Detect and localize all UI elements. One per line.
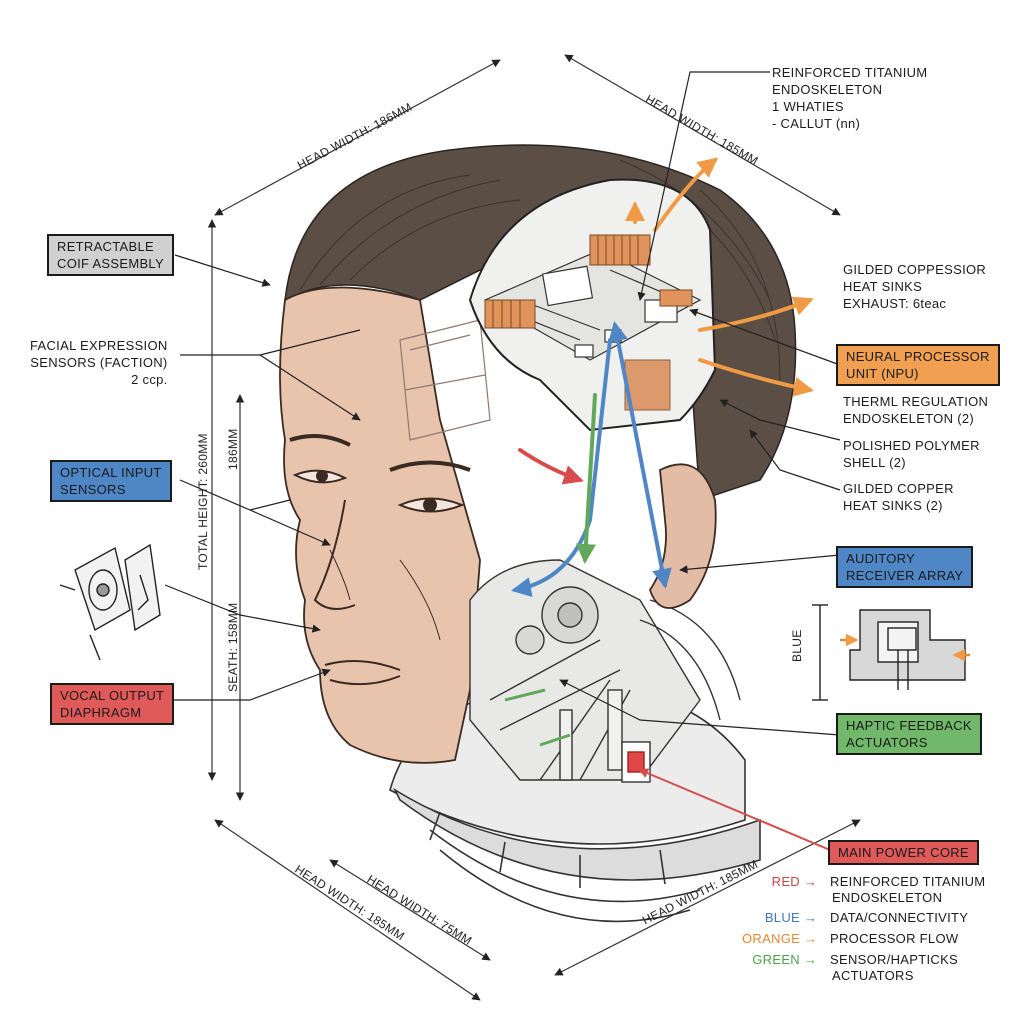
facial-features xyxy=(289,434,471,686)
label-gilded-copper: GILDED COPPER HEAT SINKS (2) xyxy=(843,481,954,513)
ear xyxy=(649,463,717,609)
label-facial-expression: FACIAL EXPRESSION SENSORS (FACTION) 2 cc… xyxy=(30,338,168,387)
label-haptic-feedback: HAPTIC FEEDBACK ACTUATORS xyxy=(836,713,982,755)
label-reinforced-titanium-top: REINFORCED TITANIUM ENDOSKELETON 1 WHATI… xyxy=(772,65,928,131)
label-neural-processor: NEURAL PROCESSOR UNIT (NPU) xyxy=(836,344,1000,386)
label-thermal-regulation: THERML REGULATION ENDOSKELETON (2) xyxy=(843,394,989,426)
lower-machinery xyxy=(469,559,741,783)
face xyxy=(279,286,481,764)
dim-total-height: TOTAL HEIGHT: 260mm xyxy=(196,433,210,570)
label-blue-detail: BLUE xyxy=(790,629,804,662)
label-retractable-coif: RETRACTABLE COIF ASSEMBLY xyxy=(47,234,174,276)
label-vocal-output: VOCAL OUTPUT DIAPHRAGM xyxy=(50,683,175,725)
legend-row-orange: ORANGE→PROCESSOR FLOW xyxy=(742,931,959,946)
power-core-leader xyxy=(638,768,831,851)
label-optical-input: OPTICAL INPUT SENSORS xyxy=(50,460,172,502)
label-auditory-receiver: AUDITORY RECEIVER ARRAY xyxy=(836,546,974,588)
dim-height-186: 186mm xyxy=(226,428,240,470)
legend-row-red: RED→REINFORCED TITANIUM xyxy=(771,874,986,889)
auditory-detail-sketch xyxy=(812,604,970,701)
dim-seath: SEATH: 158mm xyxy=(226,602,240,692)
label-gilded-compressor: GILDED COPPESSIOR HEAT SINKS EXHAUST: 6t… xyxy=(843,262,987,311)
label-main-power-core: MAIN POWER CORE xyxy=(828,840,979,865)
label-polished-polymer: POLISHED POLYMER SHELL (2) xyxy=(843,438,980,470)
flow-arrows xyxy=(511,157,814,597)
legend-row-green: GREEN→SENSOR/HAPTICKS xyxy=(752,952,959,967)
optical-sensor-sketch xyxy=(59,543,161,661)
legend-row-green-cont: ACTUATORS xyxy=(832,968,914,983)
legend-row-red-cont: ENDOSKELETON xyxy=(832,890,943,905)
leader-lines xyxy=(164,71,841,736)
forehead-panel-lines xyxy=(399,319,491,441)
legend-row-blue: BLUE→DATA/CONNECTIVITY xyxy=(764,910,969,925)
circuit-board xyxy=(483,249,702,361)
dimension-lines xyxy=(207,54,861,1001)
